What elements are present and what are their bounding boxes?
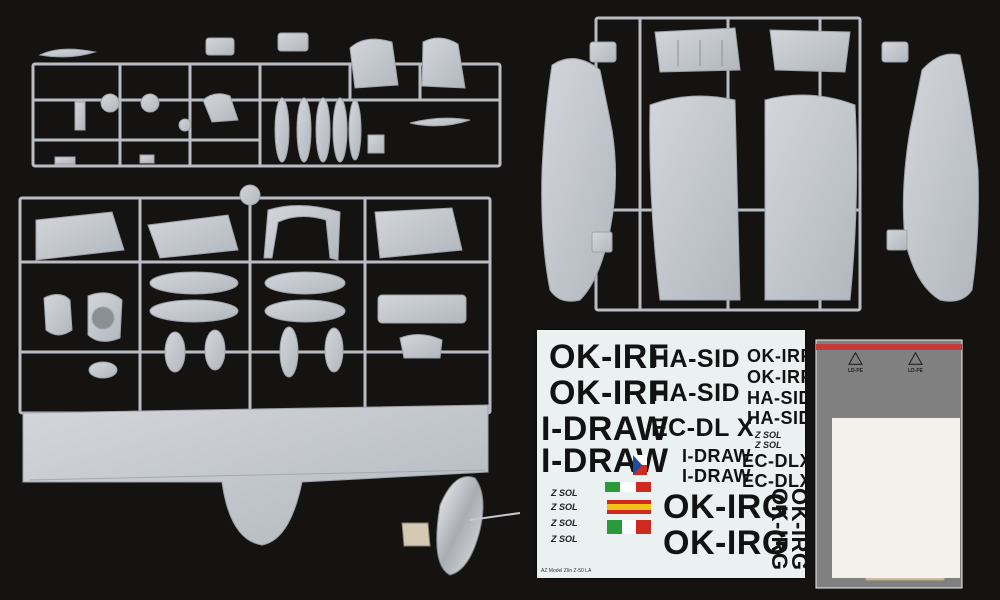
spain-flag-decal [607, 500, 651, 514]
italy-flag-decal [607, 520, 651, 534]
decal-footer-text: AZ Model Zlín Z-50 LA [541, 568, 592, 574]
decal-okirf-large-2: OK-IRF [549, 374, 670, 412]
decal-hasid-1: HA-SID [651, 345, 741, 373]
decal-zsol-small-1: Z SOL [755, 430, 782, 440]
recycle-icon-2 [908, 352, 923, 365]
decal-okirf-small-1: OK-IRF [747, 346, 812, 366]
sprue-small-parts [31, 62, 502, 168]
decal-okirg-vertical-2: OK-IRG [787, 488, 812, 571]
decal-zsol-3: Z SOL [551, 518, 578, 528]
decal-okirf-small-2: OK-IRF [747, 367, 812, 387]
decal-zsol-1: Z SOL [551, 488, 578, 498]
decal-sheet: OK-IRF OK-IRF I-DRAW I-DRAW HA-SID HA-SI… [537, 330, 812, 578]
decal-idraw-small-1: I-DRAW [682, 446, 751, 466]
decal-idraw-large-1: I-DRAW [541, 410, 669, 448]
decal-idraw-small-2: I-DRAW [682, 466, 751, 486]
italy-stripe-decal [605, 482, 651, 492]
decal-ec-small-2: EC-DLX [742, 471, 812, 491]
decal-okirg-vertical-1: OK-IRG [767, 488, 792, 571]
decal-zsol-4: Z SOL [551, 534, 578, 544]
czech-flag-decal [633, 455, 647, 475]
recycle-icon-1 [848, 352, 863, 365]
decal-hasid-small-1: HA-SID [747, 388, 812, 408]
decal-zsol-small-2: Z SOL [755, 440, 782, 450]
canopy [401, 476, 521, 576]
decal-okirg-2: OK-IRG [663, 524, 789, 562]
decal-zsol-2: Z SOL [551, 502, 578, 512]
decal-okirg-1: OK-IRG [663, 488, 789, 526]
bag-label-ldpe-1: LD-PE [848, 368, 863, 374]
decal-okirf-large-1: OK-IRF [549, 338, 670, 376]
decal-ec-small-1: EC-DLX [742, 451, 812, 471]
decal-hasid-small-2: HA-SID [747, 408, 812, 428]
ziplock-bag: LD-PE LD-PE [812, 338, 967, 590]
bag-label-ldpe-2: LD-PE [908, 368, 923, 374]
bag-shape [815, 339, 963, 589]
decal-idraw-large-2: I-DRAW [541, 442, 669, 480]
decal-hasid-2: HA-SID [651, 379, 741, 407]
decal-ec-large: EC-DL X [651, 414, 755, 442]
